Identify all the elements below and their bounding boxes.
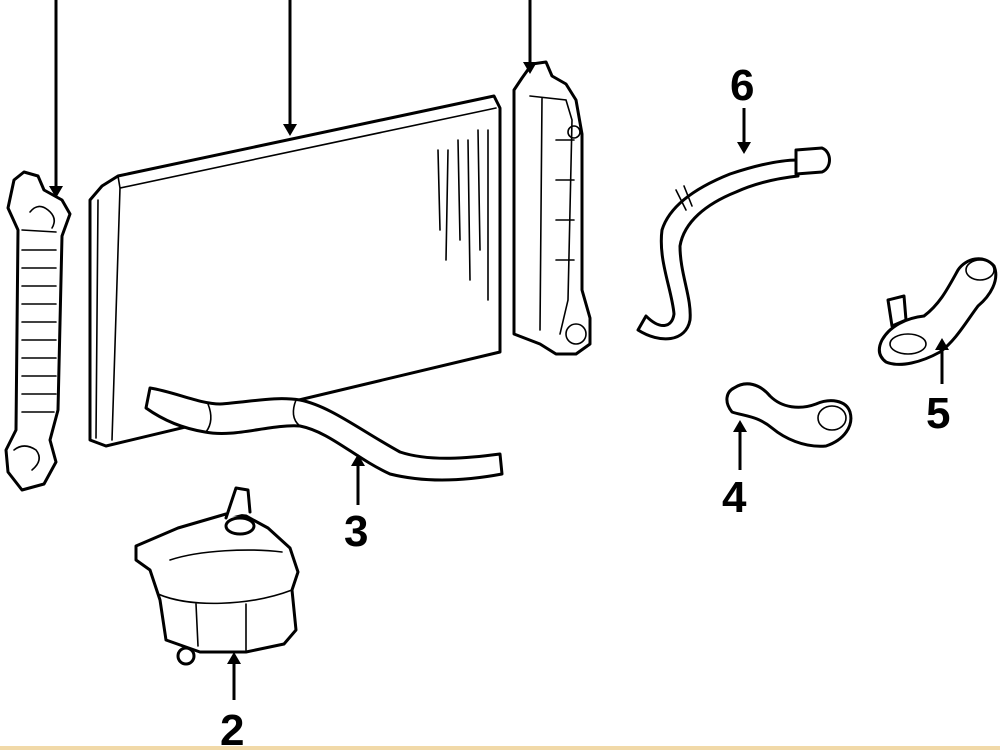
bottom-rule bbox=[0, 746, 1000, 750]
left-tank-arrowhead bbox=[49, 186, 63, 198]
callout-2-arrowhead bbox=[227, 652, 241, 664]
right-tank-arrowhead bbox=[523, 62, 537, 74]
bypass-hose[interactable] bbox=[725, 382, 853, 448]
upper-radiator-hose[interactable] bbox=[636, 146, 831, 341]
left-radiator-tank[interactable] bbox=[4, 170, 72, 492]
lower-radiator-hose[interactable] bbox=[144, 386, 504, 482]
radiator-core-arrowhead bbox=[283, 124, 297, 136]
callout-6-label: 6 bbox=[730, 61, 754, 110]
callout-5-arrowhead bbox=[935, 338, 949, 350]
callout-3-label: 3 bbox=[344, 507, 368, 556]
callout-4-arrowhead bbox=[733, 420, 747, 432]
callout-2-label: 2 bbox=[220, 706, 244, 750]
callout-3-arrowhead bbox=[351, 454, 365, 466]
water-outlet[interactable] bbox=[877, 257, 998, 366]
callout-4-label: 4 bbox=[722, 473, 747, 522]
radiator-core[interactable] bbox=[88, 94, 502, 448]
coolant-reservoir[interactable] bbox=[134, 486, 300, 666]
callout-5-label: 5 bbox=[926, 389, 950, 438]
right-radiator-tank[interactable] bbox=[512, 60, 592, 356]
callout-6-arrowhead bbox=[737, 142, 751, 154]
